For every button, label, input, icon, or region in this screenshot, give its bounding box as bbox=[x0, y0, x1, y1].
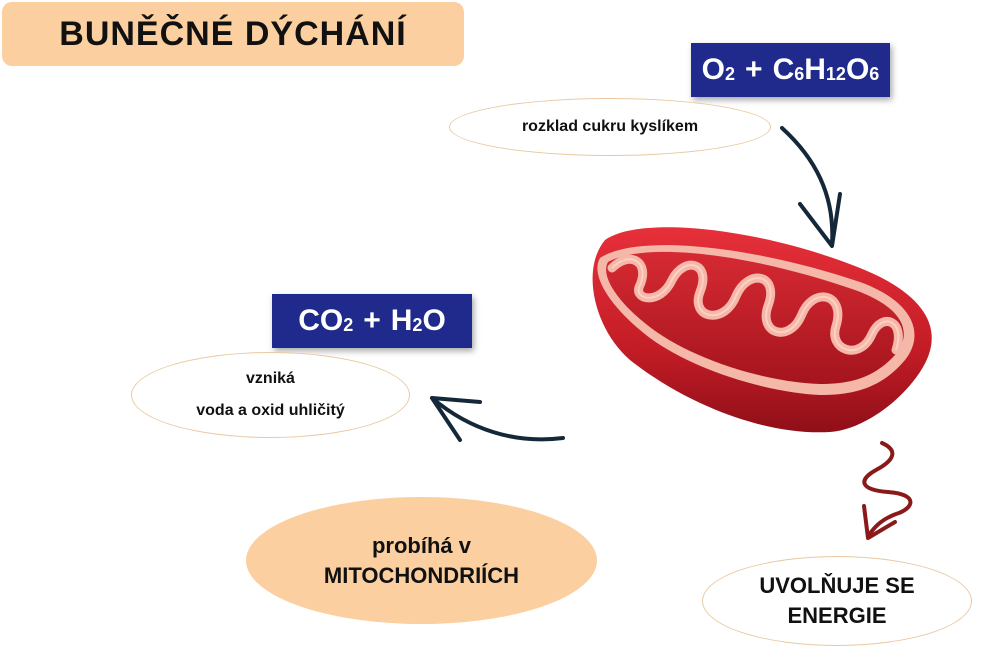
mitochondrion-illustration bbox=[592, 227, 932, 433]
label-energie-line2: ENERGIE bbox=[787, 603, 887, 628]
label-vznika: vzniká voda a oxid uhličitý bbox=[131, 352, 410, 438]
label-vznika-line1: vzniká bbox=[246, 370, 295, 387]
formula-h-letter: H bbox=[804, 53, 826, 86]
formula-c-letter: C bbox=[772, 53, 795, 86]
formula-o-subscript: 2 bbox=[725, 63, 736, 84]
formula-h-subscript: 12 bbox=[825, 63, 846, 84]
formula-o2-subscript: 6 bbox=[869, 63, 880, 84]
formula-o-letter: O bbox=[422, 304, 446, 337]
label-rozklad: rozklad cukru kyslíkem bbox=[449, 98, 771, 156]
formula-co-subscript: 2 bbox=[343, 314, 354, 335]
formula-plus: + bbox=[363, 304, 381, 337]
formula-o-letter: O bbox=[701, 53, 726, 86]
formula-co-letters: CO bbox=[298, 304, 344, 337]
formula-c-subscript: 6 bbox=[794, 63, 805, 84]
zigzag-arrow-icon bbox=[862, 441, 913, 540]
formula-h-letter: H bbox=[390, 304, 413, 337]
curved-arrow-left-icon bbox=[430, 396, 565, 442]
label-probiha-line1: probíhá v bbox=[371, 532, 471, 558]
label-energie: UVOLŇUJE SE ENERGIE bbox=[702, 556, 972, 646]
formula-plus: + bbox=[745, 53, 763, 86]
label-probiha-line2: MITOCHONDRIÍCH bbox=[323, 562, 520, 588]
label-probiha: probíhá v MITOCHONDRIÍCH bbox=[246, 497, 597, 624]
label-energie-line1: UVOLŇUJE SE bbox=[759, 573, 915, 598]
formula-h-subscript: 2 bbox=[412, 314, 423, 335]
curved-arrow-down-icon bbox=[780, 126, 842, 248]
page-title: BUNĚČNÉ DÝCHÁNÍ bbox=[2, 2, 464, 66]
formula-o2-letter: O bbox=[845, 53, 870, 86]
label-vznika-line2: voda a oxid uhličitý bbox=[196, 402, 345, 419]
label-rozklad-text: rozklad cukru kyslíkem bbox=[521, 118, 699, 135]
